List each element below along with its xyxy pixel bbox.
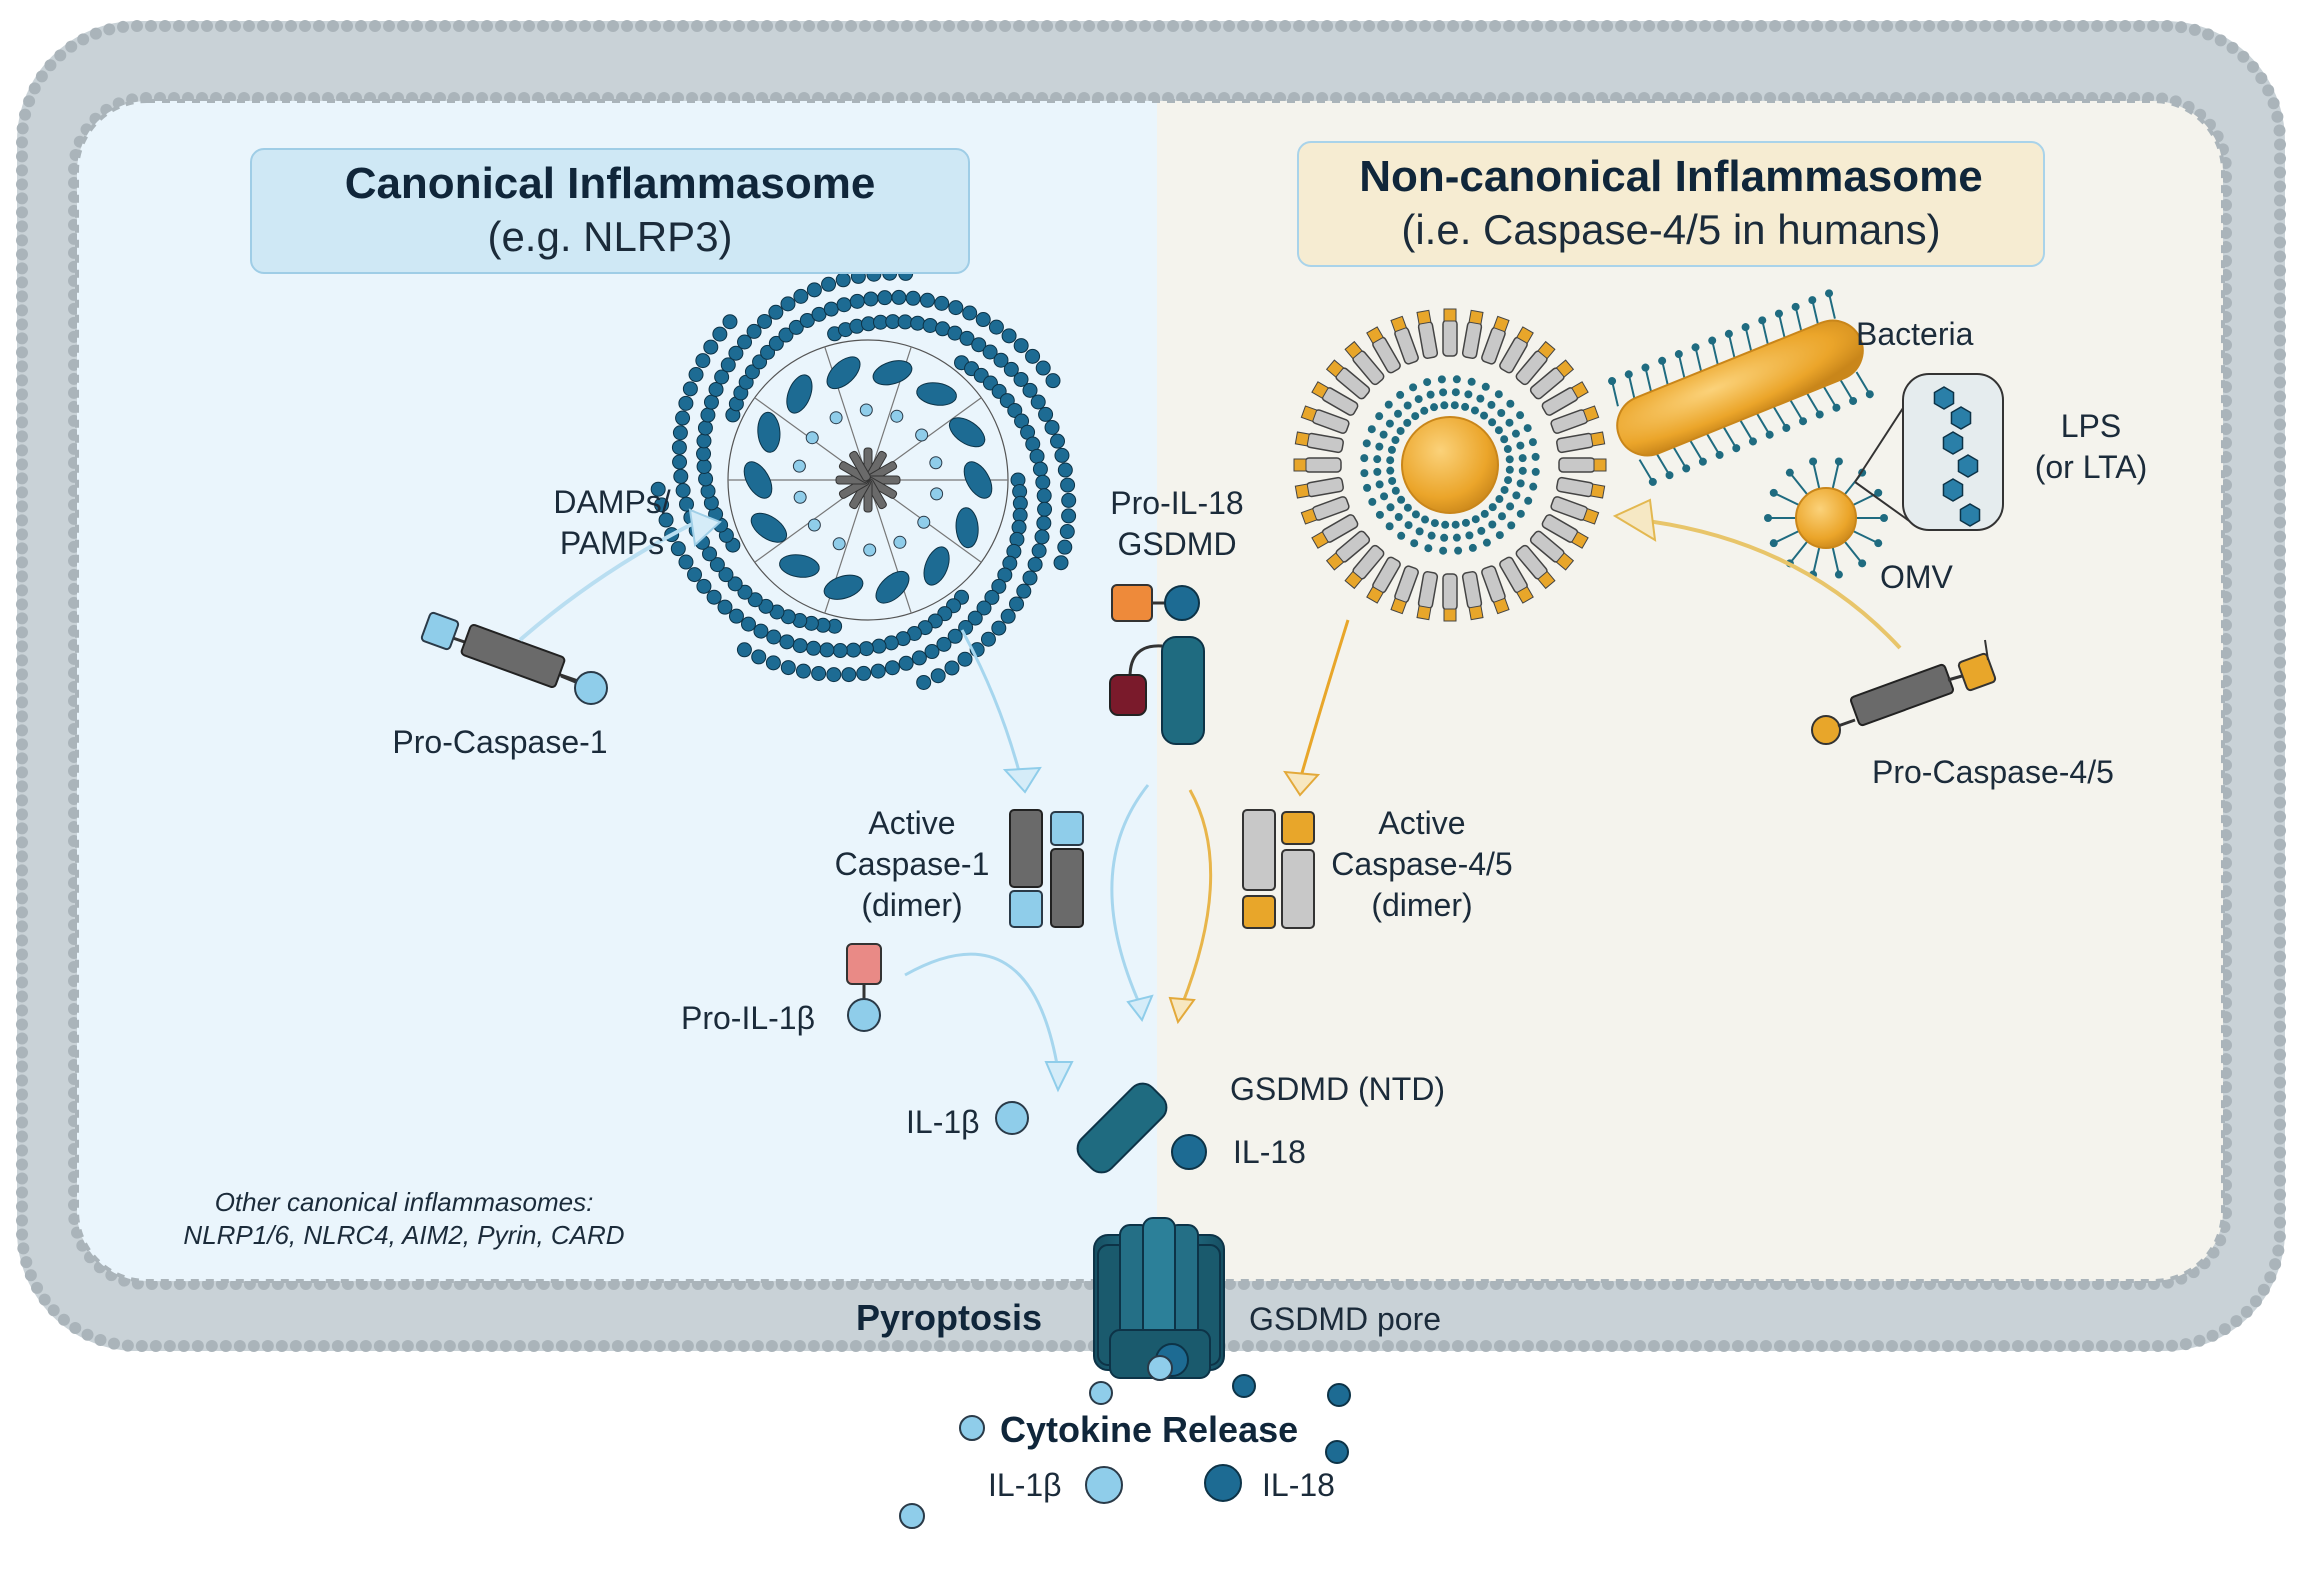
- active-caspase-4-5-line2: Caspase-4/5: [1331, 845, 1513, 882]
- pro-il-18-icon: [1111, 584, 1200, 622]
- lps-micelle-icon: [1293, 308, 1607, 622]
- bacteria-icon: [1608, 289, 1874, 486]
- gsdmd-pore-label: GSDMD pore: [1249, 1301, 1442, 1337]
- gsdmd-icon: [1109, 636, 1205, 745]
- pro-il-18-label: Pro-IL-18: [1110, 485, 1244, 521]
- damps-label: DAMPs/ PAMPs: [553, 482, 670, 564]
- active-caspase-1-label: Active Caspase-1 (dimer): [835, 803, 990, 926]
- il-18-label: IL-18: [1233, 1134, 1306, 1170]
- pyroptosis-label: Pyroptosis: [856, 1297, 1043, 1338]
- noncanonical-title-box: Non-canonical Inflammasome (i.e. Caspase…: [1297, 141, 2045, 267]
- canonical-title: Canonical Inflammasome: [344, 159, 876, 209]
- lps-label-line2: (or LTA): [2034, 448, 2148, 485]
- cytokine-release-label: Cytokine Release: [1000, 1409, 1299, 1450]
- active-caspase-4-5-line1: Active: [1378, 805, 1466, 841]
- pro-caspase-4-5-label: Pro-Caspase-4/5: [1872, 754, 2114, 790]
- pro-caspase-1-icon: [420, 611, 608, 705]
- other-inflammasomes-line1: Other canonical inflammasomes:: [214, 1187, 594, 1217]
- damps-label-line1: DAMPs/: [553, 484, 671, 520]
- gsdmd-label: GSDMD: [1117, 525, 1237, 562]
- released-il-18-label: IL-18: [1262, 1467, 1335, 1503]
- noncanonical-title: Non-canonical Inflammasome: [1359, 152, 1983, 202]
- active-caspase-4-5-dimer-icon: [1242, 809, 1315, 929]
- damps-label-line2: PAMPs: [559, 524, 665, 561]
- il-18-icon: [1171, 1134, 1207, 1170]
- active-caspase-1-line1: Active: [868, 805, 956, 841]
- active-caspase-1-dimer-icon: [1009, 809, 1084, 928]
- gsdmd-pore-icon: [1093, 1217, 1225, 1381]
- il-1b-label: IL-1β: [906, 1104, 980, 1140]
- canonical-region: [77, 101, 1157, 1281]
- lps-label-line1: LPS: [2060, 408, 2122, 444]
- nlrp3-inflammasome-icon: [650, 265, 1077, 690]
- other-inflammasomes-note: Other canonical inflammasomes: NLRP1/6, …: [183, 1186, 624, 1253]
- omv-icon: [1764, 457, 1888, 579]
- pro-il-1b-icon: [846, 943, 882, 1032]
- other-inflammasomes-line2: NLRP1/6, NLRC4, AIM2, Pyrin, CARD: [183, 1220, 625, 1251]
- noncanonical-subtitle: (i.e. Caspase-4/5 in humans): [1401, 206, 1941, 254]
- omv-label: OMV: [1880, 559, 1953, 595]
- canonical-subtitle: (e.g. NLRP3): [487, 213, 733, 261]
- pro-caspase-1-label: Pro-Caspase-1: [392, 724, 608, 760]
- il-1b-icon: [995, 1101, 1029, 1135]
- cytoplasm: [77, 101, 2223, 1281]
- canonical-title-box: Canonical Inflammasome (e.g. NLRP3): [250, 148, 970, 274]
- gsdmd-ntd-icon: [1076, 1082, 1168, 1174]
- active-caspase-4-5-label: Active Caspase-4/5 (dimer): [1331, 803, 1512, 926]
- pro-il-18-gsdmd-label: Pro-IL-18 GSDMD: [1110, 483, 1243, 565]
- released-cytokines: [899, 1374, 1351, 1529]
- active-caspase-4-5-line3: (dimer): [1371, 886, 1473, 923]
- released-il-1b-label: IL-1β: [988, 1467, 1062, 1503]
- active-caspase-1-line3: (dimer): [861, 886, 963, 923]
- bacteria-label: Bacteria: [1856, 316, 1974, 352]
- lps-inset-icon: [1854, 373, 2004, 531]
- gsdmd-ntd-label: GSDMD (NTD): [1230, 1071, 1446, 1107]
- pro-il-1b-label: Pro-IL-1β: [681, 1000, 815, 1036]
- pro-caspase-4-5-icon: [1811, 639, 1997, 745]
- active-caspase-1-line2: Caspase-1: [834, 845, 990, 882]
- lps-label: LPS (or LTA): [2035, 406, 2148, 488]
- noncanonical-region: [1157, 101, 2223, 1281]
